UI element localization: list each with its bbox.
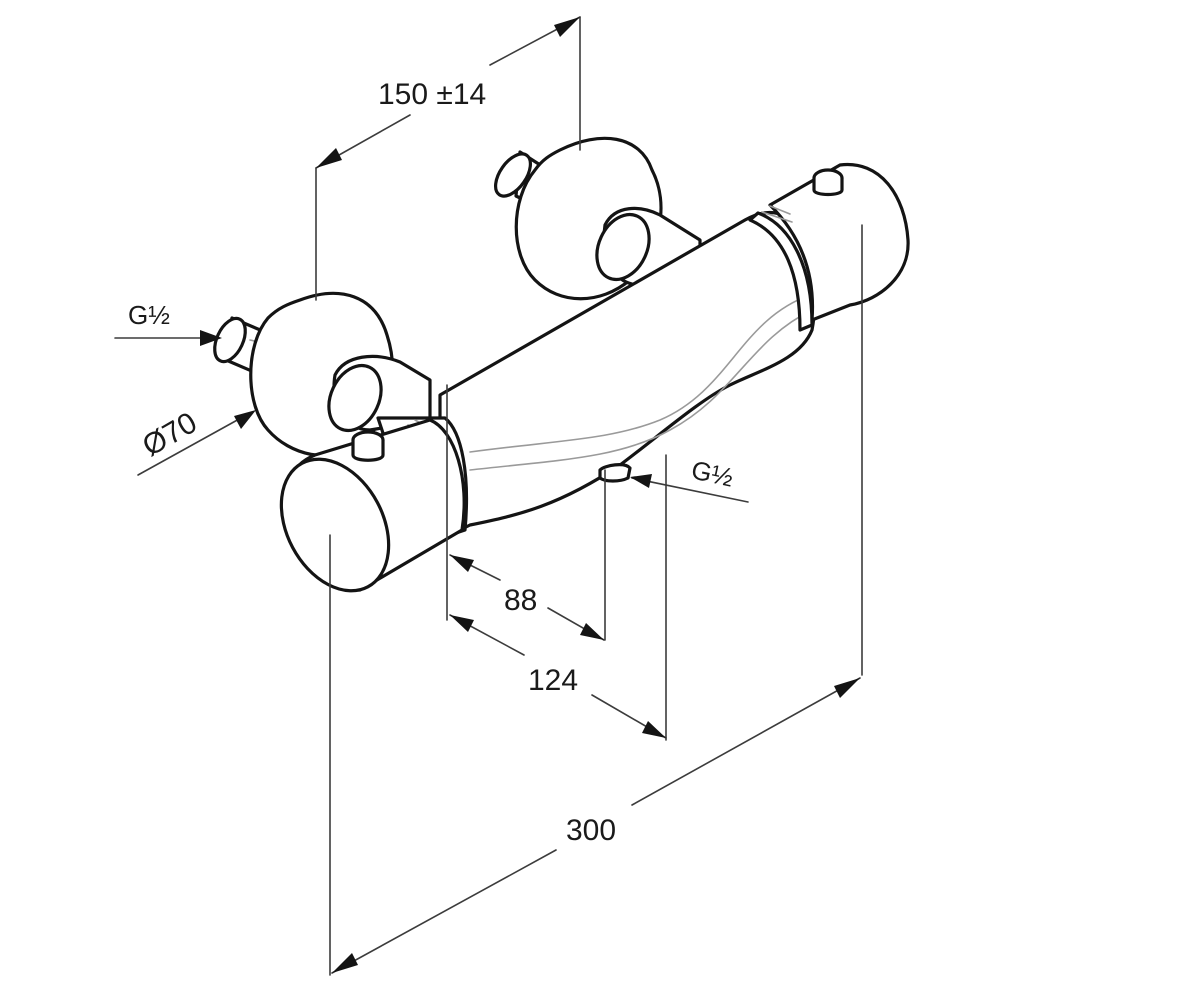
arrow-88-left [450,555,474,572]
left-handle-face [279,457,391,593]
arrow-300-right [834,678,860,698]
label-d70: Ø70 [137,406,203,463]
arrow-124-left [450,615,474,632]
left-connector-ring [327,363,383,433]
arrow-300-left [332,953,358,973]
right-cap-scale [761,205,793,223]
dim-line-300-b [631,677,861,806]
arrow-88-right [580,623,604,640]
left-inlet-stub-end [213,316,247,364]
left-top-button-side [351,438,385,462]
arrow-g12-right [630,474,652,488]
arrow-150-right [554,17,580,37]
arrow-124-right [642,721,666,738]
dim-line-300-a [331,849,557,974]
arrow-g12-left [200,330,222,346]
right-end-cap [768,162,910,322]
label-150: 150 ±14 [378,78,486,111]
rear-connector-ring [595,212,651,282]
rear-inlet-stub-end [493,152,533,198]
label-g12-right: G½ [689,455,736,493]
arrow-150-left [316,148,342,168]
label-88: 88 [504,584,537,617]
right-cap-ring [748,211,814,332]
label-124: 124 [528,664,578,697]
body-contour-1 [469,294,811,453]
arrow-d70 [234,410,256,429]
right-top-button-side [812,176,844,197]
label-g12-left: G½ [128,300,170,330]
body-contour-2 [469,309,813,471]
label-300: 300 [566,814,616,847]
mixer-outline [213,136,910,593]
leader-g12-right [631,477,749,503]
leader-d70 [137,412,251,476]
dimension-lines [114,16,863,976]
